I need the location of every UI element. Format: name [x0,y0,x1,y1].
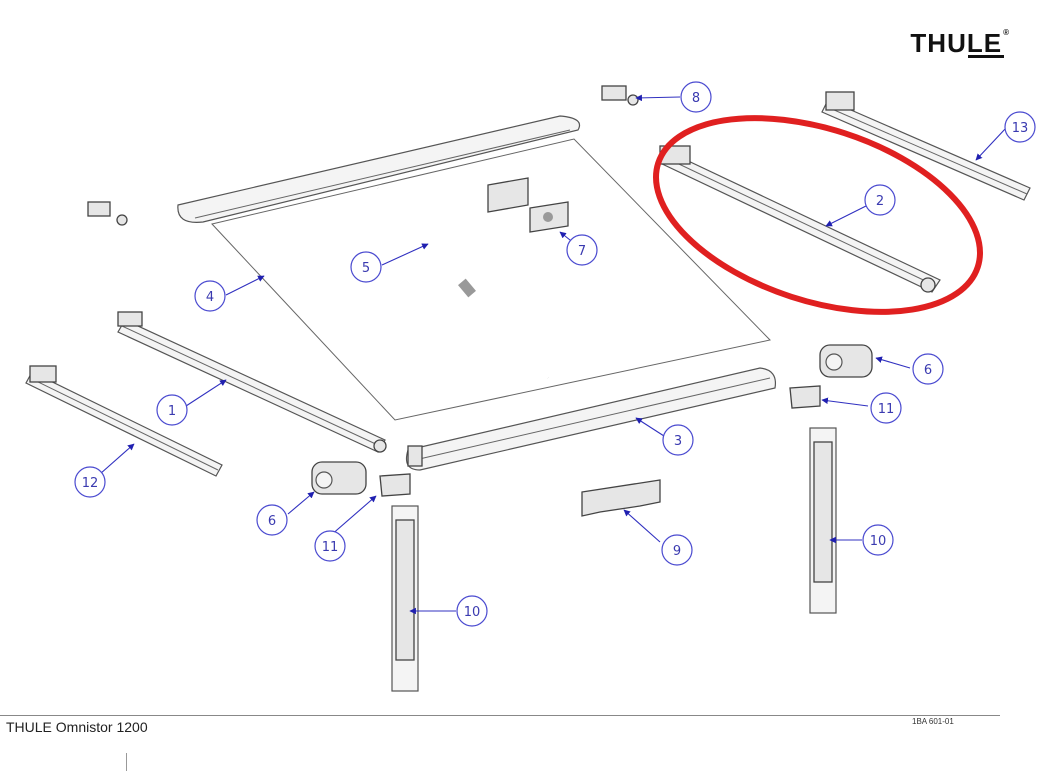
callout-3: 3 [662,424,694,456]
callout-9: 9 [661,534,693,566]
callout-6-left: 6 [256,504,288,536]
svg-text:7: 7 [578,244,586,259]
callout-11-right: 11 [870,392,902,424]
rail-12 [25,365,223,477]
svg-text:12: 12 [82,476,99,491]
callout-13: 13 [1004,111,1036,143]
bracket-top [487,177,529,213]
svg-text:5: 5 [362,261,370,276]
drawing-title: THULE Omnistor 1200 [6,719,148,735]
svg-text:11: 11 [878,402,895,417]
tension-rod [377,187,549,379]
svg-text:4: 4 [206,290,214,305]
part-11-left [379,473,411,497]
callout-2: 2 [864,184,896,216]
part-6-endcap-right [819,344,873,378]
arm-2 [657,145,941,293]
arm-1 [117,311,387,453]
drawing-code: 1BA 601-01 [912,717,954,726]
callout-6-right: 6 [912,353,944,385]
callout-4: 4 [194,280,226,312]
svg-text:9: 9 [673,544,681,559]
part-11-right [789,385,821,409]
svg-text:13: 13 [1012,121,1029,136]
top-profile [177,115,581,223]
highlight-ellipse [653,115,983,315]
part-7-bracket [529,201,569,233]
callout-10-right: 10 [862,524,894,556]
svg-text:11: 11 [322,540,339,555]
part-9-handle [581,479,661,517]
callout-10-left: 10 [456,595,488,627]
callout-12: 12 [74,466,106,498]
part-10-leg-right [809,427,837,614]
svg-text:10: 10 [464,605,481,620]
thule-logo: THULE® [910,28,1010,58]
svg-text:2: 2 [876,194,884,209]
rail-13 [821,91,1031,201]
callout-1: 1 [156,394,188,426]
svg-text:6: 6 [924,363,932,378]
screw-part [87,201,128,226]
front-bar [405,367,777,471]
part-8-clip [601,85,639,106]
svg-text:10: 10 [870,534,887,549]
callout-8: 8 [680,81,712,113]
part-10-leg-left [391,505,419,692]
svg-text:3: 3 [674,434,682,449]
svg-text:8: 8 [692,91,700,106]
callout-11-left: 11 [314,530,346,562]
leader-lines [99,94,1007,615]
callout-5: 5 [350,251,382,283]
footer-tick [126,753,127,771]
svg-text:6: 6 [268,514,276,529]
svg-text:1: 1 [168,404,176,419]
footer-divider [0,715,1000,716]
logo-underline [968,55,1004,58]
fabric-sheet [211,138,771,421]
part-6-endcap-left [311,461,367,495]
callout-7: 7 [566,234,598,266]
